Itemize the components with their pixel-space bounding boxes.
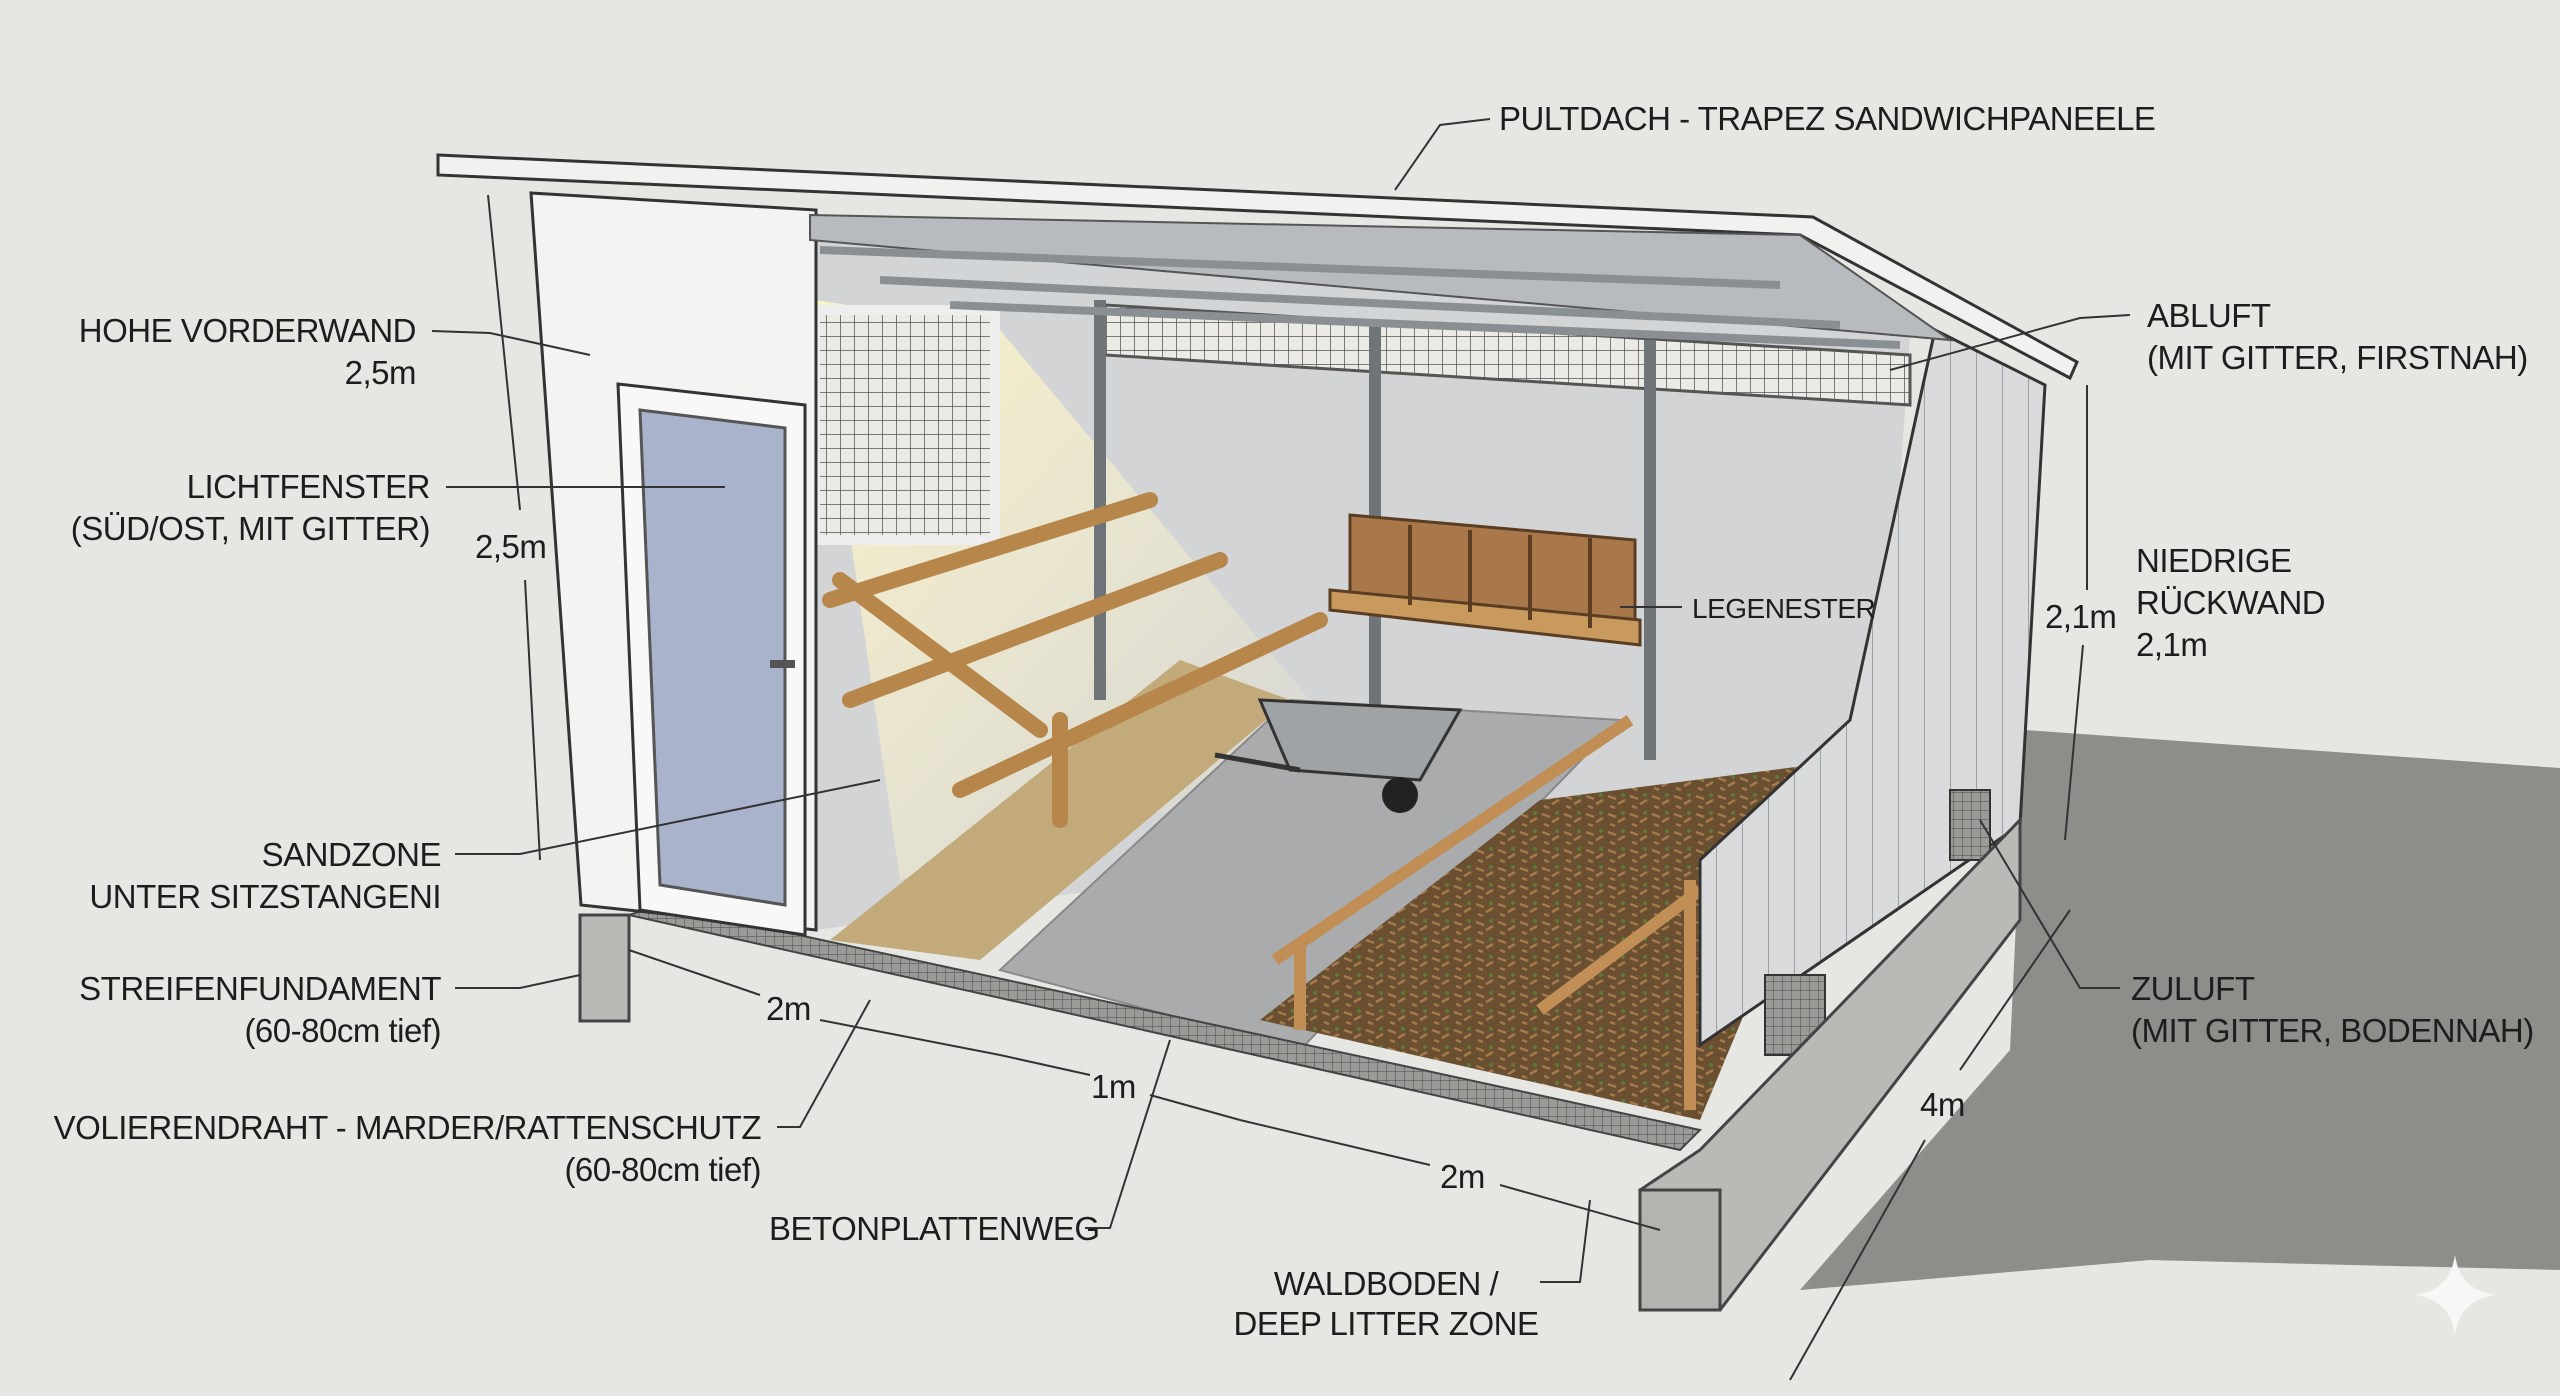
wheelbarrow xyxy=(1214,698,1463,813)
front-foundation xyxy=(578,913,631,1023)
label-front-wall-title: HOHE VORDERWAND xyxy=(79,312,416,349)
leader-lines xyxy=(431,118,2131,1283)
label-window-detail: (SÜD/OST, MIT GITTER) xyxy=(71,510,430,547)
front-foundation-end xyxy=(1638,1188,1722,1312)
label-front-wall-height: 2,5m xyxy=(345,354,416,391)
label-path: BETONPLATTENWEG xyxy=(769,1210,1100,1247)
door xyxy=(616,382,807,937)
label-back-wall: NIEDRIGE RÜCKWAND 2,1m xyxy=(2136,542,2326,663)
label-exhaust-detail: (MIT GITTER, FIRSTNAH) xyxy=(2147,339,2528,376)
label-foundation: STREIFENFUNDAMENT (60-80cm tief) xyxy=(79,970,442,1049)
nest-box xyxy=(1328,513,1642,647)
label-forest-title: WALDBODEN / xyxy=(1274,1265,1500,1302)
label-foundation-depth: (60-80cm tief) xyxy=(244,1012,441,1049)
label-exhaust: ABLUFT (MIT GITTER, FIRSTNAH) xyxy=(2147,297,2528,376)
label-wire-title: VOLIERENDRAHT - MARDER/RATTENSCHUTZ xyxy=(54,1109,762,1146)
perches xyxy=(822,492,1328,828)
dim-width-c: 2m xyxy=(1440,1158,1485,1195)
label-intake: ZULUFT (MIT GITTER, BODENNAH) xyxy=(2131,970,2534,1049)
label-sand-zone: SANDZONE UNTER SITZSTANGENI xyxy=(89,836,441,915)
label-sand-detail: UNTER SITZSTANGENI xyxy=(89,878,441,915)
label-back-wall-line1: NIEDRIGE xyxy=(2136,542,2292,579)
roof xyxy=(436,153,2079,381)
label-window: LICHTFENSTER (SÜD/OST, MIT GITTER) xyxy=(71,468,431,547)
label-intake-detail: (MIT GITTER, BODENNAH) xyxy=(2131,1012,2534,1049)
right-back-wall xyxy=(1698,327,2047,1048)
label-window-title: LICHTFENSTER xyxy=(187,468,430,505)
label-foundation-title: STREIFENFUNDAMENT xyxy=(79,970,441,1007)
label-back-wall-height: 2,1m xyxy=(2136,626,2207,663)
dim-depth: 4m xyxy=(1920,1086,1965,1123)
sparkle-icon xyxy=(2415,1255,2495,1335)
label-intake-title: ZULUFT xyxy=(2131,970,2255,1007)
label-wire: VOLIERENDRAHT - MARDER/RATTENSCHUTZ (60-… xyxy=(54,1109,762,1188)
dim-front-height: 2,5m xyxy=(475,528,546,565)
litter-boards xyxy=(1271,715,1704,1110)
label-sand-title: SANDZONE xyxy=(262,836,441,873)
label-roof-text: PULTDACH - TRAPEZ SANDWICHPANEELE xyxy=(1499,100,2155,137)
label-wire-depth: (60-80cm tief) xyxy=(564,1151,761,1188)
light-window xyxy=(810,305,1000,545)
label-exhaust-title: ABLUFT xyxy=(2147,297,2271,334)
label-forest-floor: WALDBODEN / DEEP LITTER ZONE xyxy=(1234,1265,1539,1342)
dim-width-b: 1m xyxy=(1091,1068,1136,1105)
dim-width-a: 2m xyxy=(766,990,811,1027)
label-roof: PULTDACH - TRAPEZ SANDWICHPANEELE xyxy=(1499,100,2156,137)
label-back-wall-line2: RÜCKWAND xyxy=(2136,584,2325,621)
dim-back-height: 2,1m xyxy=(2045,598,2116,635)
label-front-wall: HOHE VORDERWAND 2,5m xyxy=(79,312,417,391)
label-nests: LEGENESTER xyxy=(1692,593,1875,624)
label-forest-detail: DEEP LITTER ZONE xyxy=(1234,1305,1539,1342)
intake-vent xyxy=(1949,789,1991,861)
dimension-lines xyxy=(487,194,2088,1381)
ground-shadow xyxy=(1800,730,2560,1290)
